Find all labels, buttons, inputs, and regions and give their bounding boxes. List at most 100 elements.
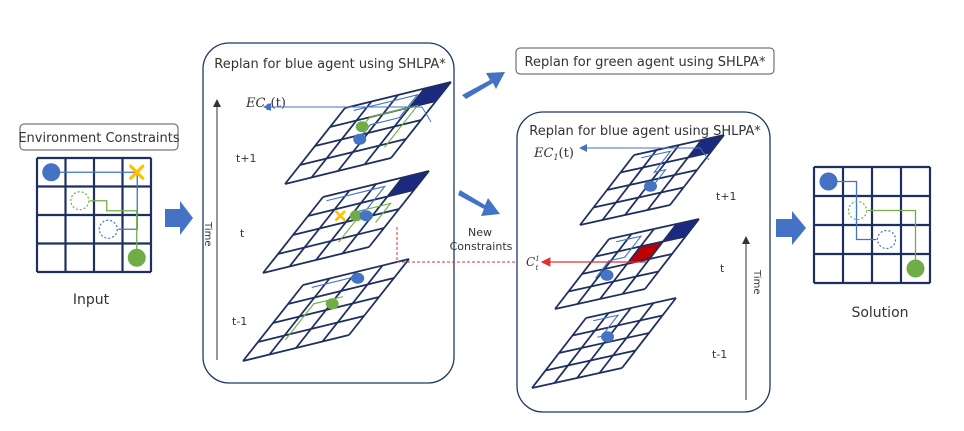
green-agent: [325, 298, 339, 310]
grid-line: [284, 157, 392, 185]
green-agent-goal: [847, 200, 868, 221]
input-grid: [35, 156, 153, 274]
blue-agent-goal: [876, 229, 897, 250]
blue-agent: [644, 180, 657, 192]
grid-line: [568, 270, 659, 293]
grid-line: [337, 94, 399, 172]
flow-arrow-right-replan: [458, 190, 500, 216]
blue-agent: [600, 269, 614, 281]
flow-arrow-solution: [776, 211, 806, 245]
grid-line: [531, 367, 623, 389]
grid-line: [579, 204, 671, 226]
conflict-cell: [627, 241, 663, 264]
right-layer-t: [554, 218, 700, 310]
green-agent-start: [906, 259, 925, 278]
right-layer-grids: [531, 134, 725, 389]
left-layer-t-plus-1: [284, 81, 452, 185]
environment-constraints-box: [19, 123, 179, 151]
blue-agent: [353, 133, 367, 145]
new-constraints-link: [396, 227, 527, 266]
goal-cell: [663, 219, 699, 242]
grid-line: [644, 218, 700, 290]
flow-arrow-green-replan: [462, 72, 505, 99]
grid-line: [598, 302, 655, 374]
right-time-label: Time: [751, 269, 762, 294]
grid-line: [257, 315, 365, 343]
grid-line: [315, 183, 377, 261]
goal-cell: [688, 135, 724, 158]
grid-line: [624, 144, 680, 216]
blue-agent: [359, 210, 373, 222]
grid-line: [593, 186, 684, 209]
grid-line: [295, 271, 357, 349]
grid-line: [368, 170, 430, 248]
constraint-cross-icon: [129, 164, 145, 180]
grid-line: [262, 246, 370, 274]
right-layer-t-minus-1: [531, 297, 677, 389]
environment-constraints-label: Environment Constraints: [18, 131, 180, 146]
input-section: Environment Constraints Input: [18, 123, 180, 308]
goal-cell: [409, 82, 451, 108]
grid-line: [554, 288, 646, 310]
grid-line: [390, 81, 452, 159]
grid-line: [363, 87, 426, 166]
blue-path: [595, 235, 643, 279]
grid-line: [299, 138, 407, 166]
green-path: [361, 104, 419, 148]
right-layer-label-t-plus-1: t+1: [716, 190, 737, 203]
ec-link-arrow: [263, 103, 432, 123]
green-solution-path: [867, 209, 917, 269]
solution-section: Solution: [812, 165, 932, 321]
green-agent-start: [127, 248, 146, 267]
grid-line: [646, 139, 703, 211]
grid-line: [576, 307, 632, 379]
blue-solution-path: [828, 180, 877, 241]
left-layer-label-t: t: [240, 227, 245, 240]
left-panel-title: Replan for blue agent using SHLPA*: [214, 57, 446, 72]
left-layer-t: [262, 170, 430, 274]
right-layer-label-t-minus-1: t-1: [712, 348, 727, 361]
green-path: [338, 202, 393, 243]
ec-link-arrow: [579, 144, 710, 161]
left-layer-t-minus-1: [242, 258, 410, 362]
right-layer-t-plus-1: [579, 134, 725, 226]
blue-path: [593, 314, 620, 338]
flow-arrow-input: [165, 201, 193, 235]
left-time-label: Time: [202, 221, 213, 246]
solution-caption: Solution: [851, 305, 908, 321]
constraint-cross-icon: [334, 210, 346, 222]
green-replan-label: Replan for green agent using SHLPA*: [525, 55, 766, 70]
left-layer-label-t-plus-1: t+1: [236, 152, 257, 165]
goal-cell: [387, 171, 429, 197]
right-replan-panel: Replan for blue agent using SHLPA* EC1(t…: [516, 111, 771, 413]
solution-grid: [812, 165, 932, 285]
grid-line: [321, 264, 384, 343]
grid-line: [621, 297, 677, 369]
green-agent-goal: [70, 191, 90, 211]
left-replan-panel: Replan for blue agent using SHLPA* Time …: [202, 42, 455, 384]
grid-line: [545, 349, 636, 372]
blue-agent-start: [819, 172, 838, 191]
green-replan-box: [515, 47, 775, 75]
grid-line: [242, 334, 350, 362]
blue-path: [326, 185, 387, 212]
right-ec-label: EC1(t): [533, 146, 574, 162]
grid-line: [277, 227, 385, 255]
left-layer-label-t-minus-1: t-1: [232, 315, 247, 328]
left-panel-frame: [202, 42, 455, 384]
left-layer-grids: [242, 81, 452, 362]
right-layer-label-t: t: [720, 262, 725, 275]
grid-line: [348, 258, 410, 336]
blue-agent: [601, 331, 614, 343]
new-constraints-line1: New: [468, 226, 492, 239]
input-caption: Input: [73, 292, 110, 308]
right-panel-title: Replan for blue agent using SHLPA*: [529, 124, 761, 139]
green-agent: [349, 210, 363, 222]
new-constraints-line2: Constraints: [450, 240, 513, 253]
green-planned-path: [89, 200, 138, 258]
grid-line: [669, 134, 725, 206]
blue-agent: [351, 272, 365, 284]
grid-line: [621, 223, 678, 295]
